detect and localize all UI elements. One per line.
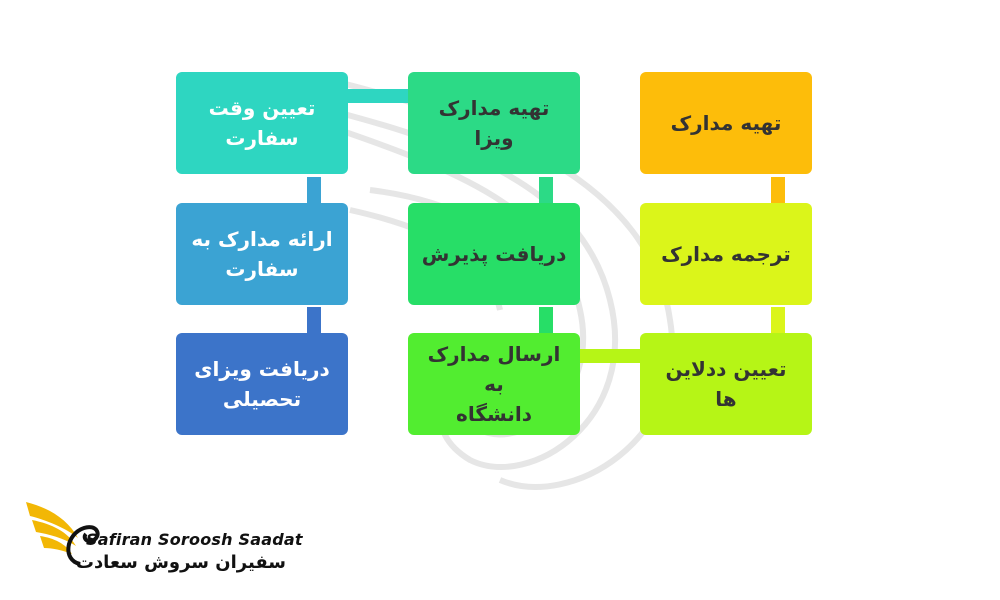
box-set-deadlines: تعیین ددلاین ها bbox=[640, 333, 812, 435]
box-label: ارائه مدارک به سفارت bbox=[191, 227, 333, 281]
box-submit-to-embassy: ارائه مدارک به سفارت bbox=[176, 203, 348, 305]
connector-visa-docs-to-appointment bbox=[348, 89, 408, 103]
box-label: دریافت ویزای تحصیلی bbox=[194, 357, 330, 411]
connector-submit-to-student-visa bbox=[307, 307, 321, 333]
box-label: تعیین وقت سفارت bbox=[208, 96, 316, 150]
logo-persian-text: سفیران سروش سعادت bbox=[75, 552, 286, 573]
box-prepare-documents: تهیه مدارک bbox=[640, 72, 812, 174]
connector-translate-to-deadlines bbox=[771, 307, 785, 333]
box-label: ترجمه مدارک bbox=[661, 242, 791, 266]
box-receive-admission: دریافت پذیرش bbox=[408, 203, 580, 305]
box-embassy-appointment: تعیین وقت سفارت bbox=[176, 72, 348, 174]
box-receive-student-visa: دریافت ویزای تحصیلی bbox=[176, 333, 348, 435]
box-send-to-university: ارسال مدارک به دانشگاه bbox=[408, 333, 580, 435]
box-label: تهیه مدارک bbox=[670, 111, 782, 135]
connector-deadlines-to-send bbox=[580, 349, 640, 363]
box-label: دریافت پذیرش bbox=[421, 242, 567, 266]
logo-latin-text: Safiran Soroosh Saadat bbox=[86, 530, 303, 549]
connector-appointment-to-submit bbox=[307, 177, 321, 203]
box-translate-documents: ترجمه مدارک bbox=[640, 203, 812, 305]
connector-prepare-to-translate bbox=[771, 177, 785, 203]
box-label: تهیه مدارک ویزا bbox=[438, 96, 550, 150]
swan-wings-icon bbox=[26, 502, 100, 566]
box-label: ارسال مدارک به دانشگاه bbox=[427, 342, 561, 426]
box-visa-documents: تهیه مدارک ویزا bbox=[408, 72, 580, 174]
connector-admission-to-visa-docs bbox=[539, 177, 553, 203]
connector-send-to-admission bbox=[539, 307, 553, 333]
box-label: تعیین ددلاین ها bbox=[665, 357, 787, 411]
